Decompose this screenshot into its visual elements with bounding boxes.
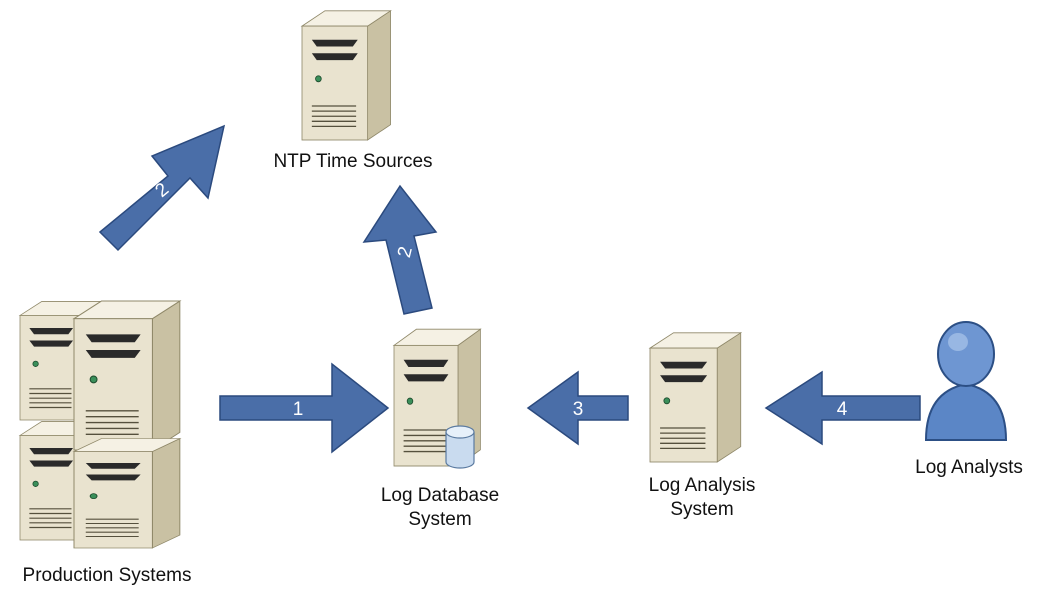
log-analysis-label-line1: Log Analysis [648, 475, 756, 496]
production-servers-icon [19, 300, 181, 549]
log-analysis-server-icon [649, 332, 742, 463]
arrow-3-analysis-to-database: 3 [526, 370, 629, 446]
arrow-1-number: 1 [293, 399, 304, 420]
arrow-2b-number: 2 [394, 244, 417, 259]
log-database-label-line1: Log Database [380, 485, 500, 506]
ntp-time-sources-label: NTP Time Sources [273, 151, 433, 172]
arrow-4-number: 4 [837, 399, 848, 420]
database-icon [445, 425, 475, 469]
log-analysis-label-line2: System [670, 499, 734, 520]
log-database-label-line2: System [408, 509, 472, 530]
arrow-2-database-to-ntp: 2 [362, 184, 438, 315]
arrow-2-production-to-ntp: 2 [98, 124, 226, 252]
arrow-1-production-to-database: 1 [219, 362, 390, 454]
person-icon [924, 321, 1008, 441]
production-systems-label: Production Systems [22, 565, 192, 586]
log-database-label: Log Database System [350, 484, 530, 532]
ntp-server-icon [301, 10, 392, 141]
log-analysts-label: Log Analysts [915, 457, 1023, 478]
log-analysis-label: Log Analysis System [612, 474, 792, 522]
arrow-4-analysts-to-analysis: 4 [764, 370, 921, 446]
arrow-3-number: 3 [573, 399, 584, 420]
